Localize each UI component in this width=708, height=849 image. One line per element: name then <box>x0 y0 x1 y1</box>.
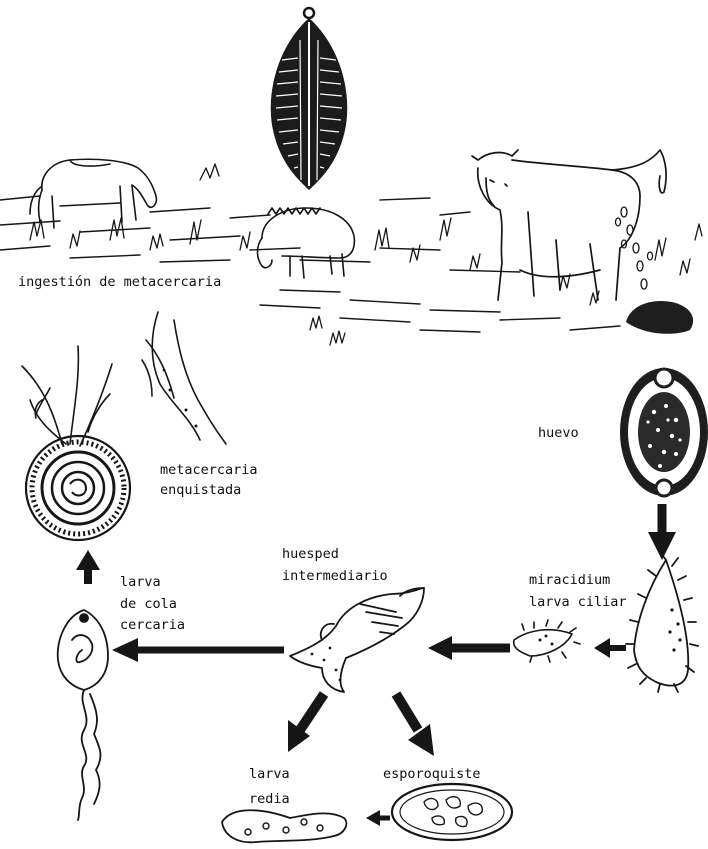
miracidium-illustration <box>626 552 698 692</box>
label-redia-line1: larva <box>249 766 290 783</box>
label-huesped-line2: intermediario <box>282 568 388 585</box>
label-ingestion-metacercaria: ingestión de metacercaria <box>18 274 221 291</box>
arrow-snail-to-sporocyst <box>396 694 434 756</box>
snail-host-illustration <box>290 588 424 692</box>
label-huevo: huevo <box>538 425 579 442</box>
label-redia-line2: redia <box>249 791 290 808</box>
label-miracidium-line1: miracidium <box>529 572 610 589</box>
egg-huevo-illustration <box>620 368 708 496</box>
cercaria-illustration <box>58 610 108 820</box>
label-metacercaria-line2: enquistada <box>160 482 241 499</box>
arrow-cercaria-to-cyst <box>76 550 100 584</box>
horse-illustration <box>30 159 156 228</box>
encysted-metacercaria-illustration <box>26 436 130 540</box>
ciliated-larva-illustration <box>514 620 580 662</box>
label-huesped-line1: huesped <box>282 546 339 563</box>
label-cercaria-line3: cercaria <box>120 617 185 634</box>
label-miracidium-line2: larva ciliar <box>529 594 627 611</box>
arrow-egg-to-miracidium <box>648 504 676 560</box>
arrow-sporocyst-to-redia <box>366 810 390 826</box>
redia-illustration <box>222 810 346 842</box>
label-cercaria-line1: larva <box>120 574 161 591</box>
sporocyst-illustration <box>392 784 512 840</box>
arrow-miracidium-to-larva <box>594 638 626 658</box>
label-metacercaria-line1: metacercaria <box>160 462 258 479</box>
plant-metacercaria-illustration <box>142 312 226 444</box>
dung-pile <box>626 301 693 334</box>
adult-fluke-illustration <box>271 8 348 190</box>
pasture-ground <box>0 196 620 332</box>
label-cercaria-line2: de cola <box>120 596 177 613</box>
arrow-snail-to-cercaria <box>112 638 284 662</box>
arrow-snail-to-redia <box>288 694 324 752</box>
arrow-larva-to-snail <box>428 636 510 660</box>
sheep-illustration <box>258 208 355 278</box>
label-esporoquiste: esporoquiste <box>383 766 481 783</box>
bulb-with-leaves-illustration <box>22 346 112 446</box>
grass-tufts <box>30 164 702 345</box>
